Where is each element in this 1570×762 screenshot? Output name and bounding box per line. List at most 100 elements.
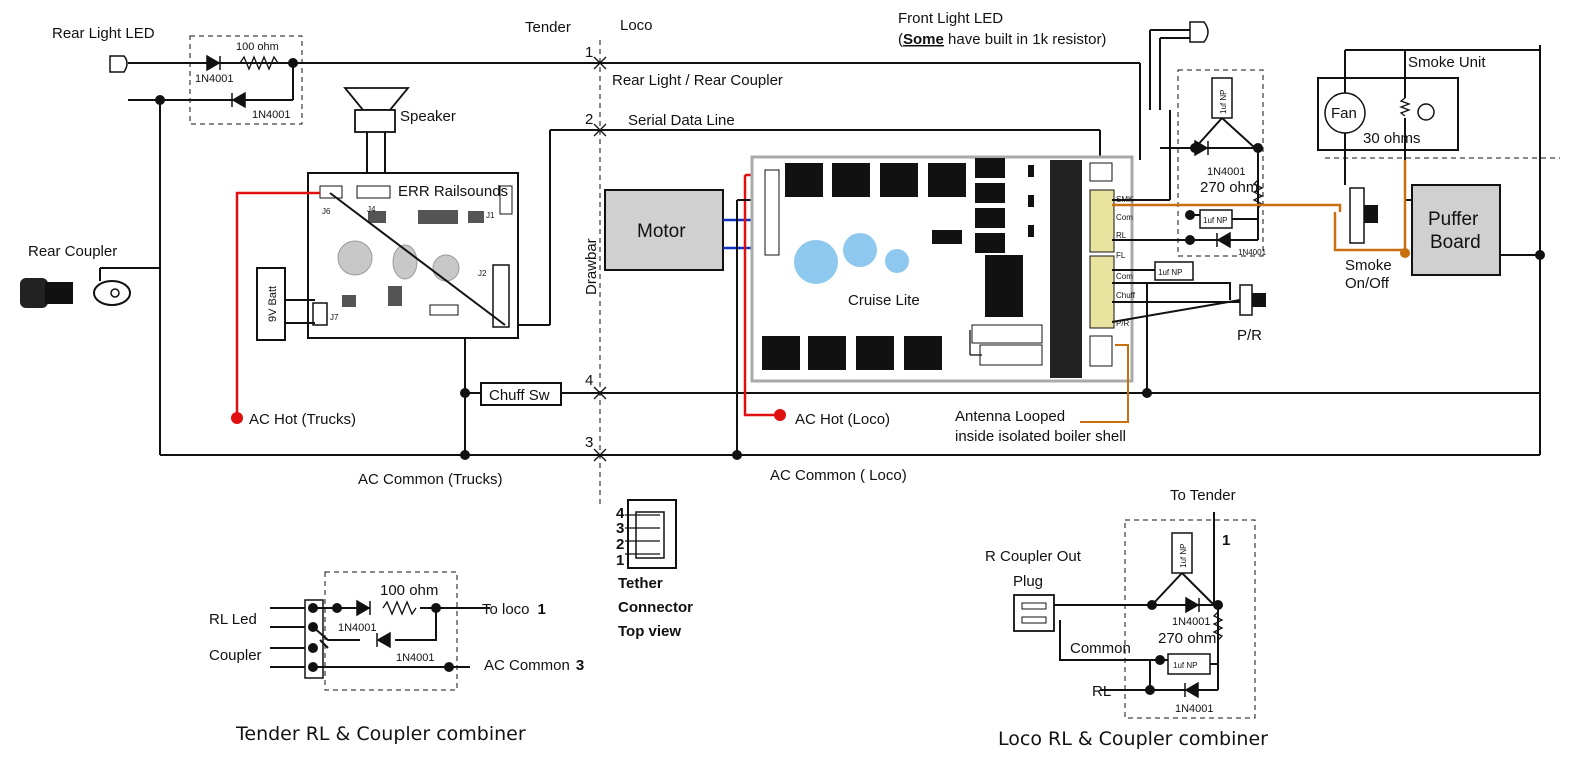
loco-combiner [1013,512,1256,719]
wire-number-3: 3 [585,434,593,451]
terminal-fl-label: FL [1116,251,1126,260]
coupler-pin [110,288,120,298]
ac-hot-loco-terminal [774,409,786,421]
loco-cap-a-label: 1uf NP [1179,544,1188,568]
terminal-com2-label: Com [1116,272,1133,281]
antenna-label-1: Antenna Looped [955,408,1065,425]
ac-common-loco-label: AC Common ( Loco) [770,467,907,484]
tether-pin-1: 1 [616,552,624,569]
tether-pin-4: 4 [616,505,625,522]
smoke-switch-label-1: Smoke [1345,257,1392,274]
ac-hot-loco-label: AC Hot (Loco) [795,411,890,428]
diode-1-label: 1N4001 [195,73,234,85]
front-light-note: (Some have built in 1k resistor) [898,31,1106,48]
diode-icon-2 [231,91,246,109]
break-mark-1 [593,56,607,70]
j6-label: J6 [322,207,331,216]
ac-hot-trucks-wire [235,191,320,418]
motor-label: Motor [637,221,686,242]
tether-connector [625,499,677,569]
diode-icon-1 [206,54,221,72]
tender-resistor-label: 100 ohm [380,582,438,599]
tender-diode-a-label: 1N4001 [338,622,377,634]
wire-number-1: 1 [585,44,593,61]
ac-hot-trucks-terminal [231,412,243,424]
loco-to-tender-num: 1 [1222,532,1230,549]
resistor-270-label: 270 ohm [1200,179,1258,196]
tether-caption-1: Tether [618,575,663,592]
pr-label: P/R [1237,327,1262,344]
puffer-board-label-1: Puffer [1428,209,1479,230]
break-mark-2 [593,123,607,137]
junction-dot [460,450,470,460]
terminal-rl-label: RL [1116,231,1127,240]
ac-hot-trucks-label: AC Hot (Trucks) [249,411,356,428]
wire-number-4: 4 [585,372,593,389]
tender-rl-led-label: RL Led [209,611,257,628]
j7-label: J7 [330,313,339,322]
battery-label: 9V Batt [267,286,279,322]
diode-4-label: 1N4001 [1238,248,1267,257]
smoke-resistor-label: 30 ohms [1363,130,1421,147]
speaker-label: Speaker [400,108,456,125]
battery-wires [285,299,315,324]
loco-cap-b-label: 1uf NP [1173,661,1197,670]
cap-label-a: 1uf NP [1219,90,1228,114]
fan-label: Fan [1331,105,1357,122]
tether-pin-2: 2 [616,536,624,553]
puffer-board [1411,184,1501,276]
smoke-unit [1317,49,1560,160]
err-railsounds-label: ERR Railsounds [398,183,508,200]
terminal-pr-label: P/R [1116,319,1130,328]
led-icon [109,55,128,73]
speaker-icon [343,87,410,188]
wire-numbers: 1 2 4 3 [585,44,607,462]
cap-label-b: 1uf NP [1203,216,1227,225]
loco-diode-b-label: 1N4001 [1175,703,1214,715]
junction-dot [288,58,298,68]
terminal-chuff-label: Chuff [1116,291,1136,300]
junction-dot [732,450,742,460]
loco-rl-label: RL [1092,683,1111,700]
loco-common-label: Common [1070,640,1131,657]
r-coupler-label-1: R Coupler Out [985,548,1082,565]
break-mark-3 [593,448,607,462]
antenna-wire [1080,344,1129,423]
loco-to-tender-label: To Tender [1170,487,1236,504]
junction-dot [1535,250,1545,260]
tender-combiner-title: Tender RL & Coupler combiner [235,723,526,745]
tender-combiner [270,571,490,691]
r-coupler-label-2: Plug [1013,573,1043,590]
antenna-label-2: inside isolated boiler shell [955,428,1126,445]
wire-number-2: 2 [585,111,593,128]
junction-dot [460,388,470,398]
rear-led-circuit: 100 ohm 1N4001 1N4001 [109,35,303,125]
loco-combiner-title: Loco RL & Coupler combiner [998,728,1268,750]
smoke-switch [1112,160,1410,258]
rear-light-line-label: Rear Light / Rear Coupler [612,72,783,89]
rear-led-dashed-box [189,35,303,125]
cruise-lite-board [750,155,1134,383]
junction-dot [1142,388,1152,398]
cruise-lite-label: Cruise Lite [848,292,920,309]
loco-label: Loco [620,17,653,34]
ac-common-trucks-label: AC Common (Trucks) [358,471,502,488]
j1-label: J1 [486,211,495,220]
battery-icon [256,267,286,341]
junction-dot [155,95,165,105]
tender-coupler-label: Coupler [209,647,262,664]
rear-coupler-icon [20,268,131,308]
motor-box [604,189,724,271]
tether-caption-2: Connector [618,599,693,616]
coupler-shank [45,282,73,304]
tender-diode-b-label: 1N4001 [396,652,435,664]
serial-data-line-label: Serial Data Line [628,112,735,129]
chuff-switch [480,382,562,406]
front-light-led-label: Front Light LED [898,10,1003,27]
loco-diode-a-label: 1N4001 [1172,616,1211,628]
j2-label: J2 [478,269,487,278]
smoke-switch-label-2: On/Off [1345,275,1390,292]
tether-caption-3: Top view [618,623,681,640]
onboard-rl-combiner: 1uf NP 1N4001 270 ohm 1uf NP 1N4001 1uf … [1112,69,1267,300]
coupler-knuckle [20,278,48,308]
